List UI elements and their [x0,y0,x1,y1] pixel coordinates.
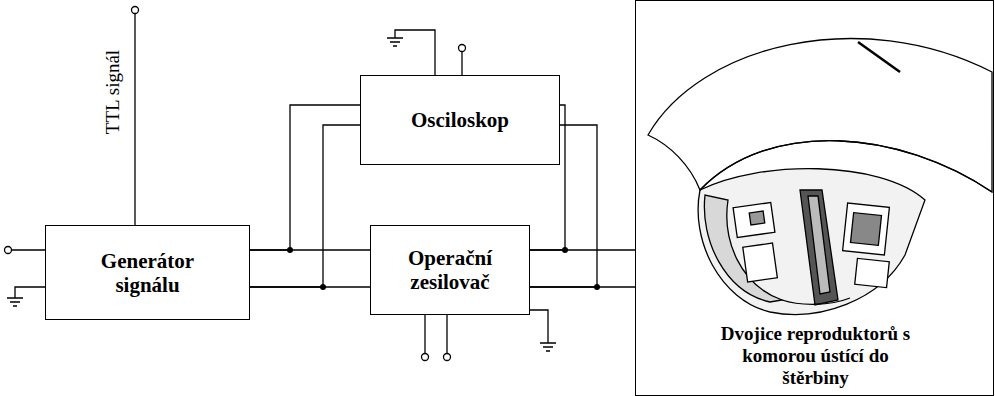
box-label: Operační zesilovač [380,246,520,294]
terminal [132,7,139,14]
ground-wire [395,30,435,75]
input-wire [12,249,45,250]
supply-wire [424,315,425,353]
box-label: Generátor signálu [83,249,213,297]
process-box: Operační zesilovač [370,225,530,315]
terminal [5,247,12,254]
supply-wire [461,52,462,75]
wire [530,249,635,250]
wire [250,125,360,287]
box-label: Osciloskop [411,108,509,132]
terminal [459,45,466,52]
ground-symbol [540,343,556,351]
process-box: Osciloskop [360,75,560,165]
wire [250,286,370,287]
wire [250,105,360,250]
supply-wire [446,315,447,353]
ground-symbol [387,38,403,46]
ground-wire [530,310,548,343]
speaker-illustration [648,39,992,315]
wire [250,249,370,250]
process-box: Generátor signálu [45,225,250,320]
ttl-wire [134,14,135,225]
wire [530,286,635,287]
panel-caption: Dvojice reproduktorů s komorou ústící do… [711,323,921,389]
ground-wire [15,287,45,298]
slit [858,42,900,72]
ground-symbol [7,298,23,306]
terminal [444,354,451,361]
signal-name: TTL signál [102,50,124,134]
illustration-panel: Dvojice reproduktorů s komorou ústící do… [635,0,994,396]
terminal [422,354,429,361]
